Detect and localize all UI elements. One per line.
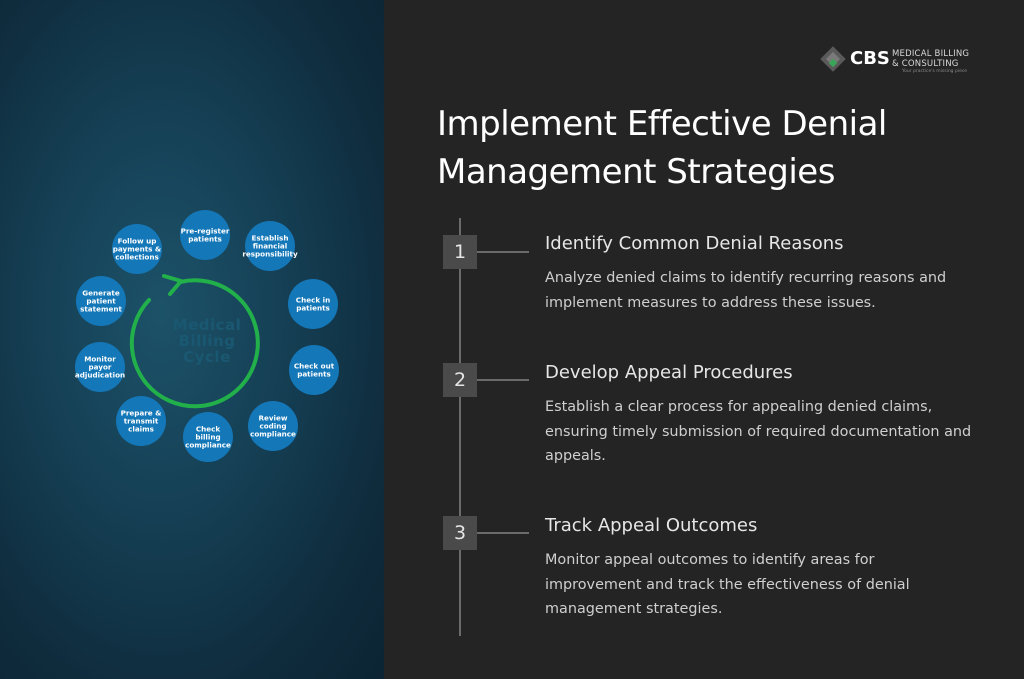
arrow-head-icon [162,274,183,296]
cycle-node-label: patient [86,297,116,306]
center-label-line: Medical [173,316,242,334]
page-title: Implement Effective Denial Management St… [437,100,997,196]
cycle-center-label: Medical Billing Cycle [173,316,242,366]
cycle-node-label: Establish [252,233,289,242]
cycle-node-label: transmit [124,417,159,426]
step-description: Establish a clear process for appealing … [545,399,972,464]
cycle-node-label: compliance [185,441,231,450]
cycle-node-label: billing [195,433,220,442]
company-logo: CBS MEDICAL BILLING & CONSULTING Your pr… [820,44,980,78]
step-connector [477,379,529,381]
step-title: Develop Appeal Procedures [545,362,793,383]
step-description: Monitor appeal outcomes to identify area… [545,552,910,617]
page-title-line2: Management Strategies [437,152,835,192]
timeline-line [459,218,461,636]
cycle-node-circle [116,396,166,446]
cycle-node-label: patients [297,370,331,379]
step-number-badge: 2 [443,363,477,397]
cycle-node-label: Pre-register [181,226,230,235]
cycle-node-label: patients [296,304,330,313]
page-title-line1: Implement Effective Denial [437,104,887,144]
cycle-node-label: compliance [250,430,296,439]
cycle-node-label: Check in [296,295,330,304]
cycle-node-circle [112,224,162,274]
cycle-diagram: Medical Billing Cycle Pre-registerpatien… [75,210,339,462]
cycle-node-label: Check [196,424,221,433]
cycle-node-label: payor [89,363,112,372]
cycle-node-label: responsibility [242,250,298,259]
step-connector [477,532,529,534]
cycle-node-label: Monitor [84,354,116,363]
cycle-node-label: statement [80,305,122,314]
step-number-badge: 1 [443,235,477,269]
cycle-node-circle [288,279,338,329]
logo-wordmark: CBS [850,48,890,69]
logo-subtitle-line2: & CONSULTING [892,59,959,69]
logo-tagline: Your practice's missing piece [902,69,968,74]
cycle-node-circle [289,345,339,395]
content-panel [384,0,1024,679]
step-number-badge: 3 [443,516,477,550]
cycle-node-label: patients [188,235,222,244]
cycle-node-label: coding [259,422,286,431]
cycle-node-circle [76,276,126,326]
cycle-node-circle [183,412,233,462]
cycle-node-label: Check out [294,361,335,370]
cycle-arrow [129,274,260,409]
step-connector [477,251,529,253]
step-title: Track Appeal Outcomes [545,515,758,536]
cycle-node-label: Review [258,413,287,422]
center-label-line: Cycle [183,348,231,366]
puzzle-logo-icon [820,46,846,72]
cycle-node-circle [180,210,230,260]
step-title: Identify Common Denial Reasons [545,233,844,254]
step-description: Analyze denied claims to identify recurr… [545,270,947,311]
center-label-line: Billing [179,332,236,350]
cycle-node-label: collections [115,253,159,262]
cycle-node-label: financial [253,242,287,251]
cycle-node-label: adjudication [75,371,125,380]
cycle-node-circle [248,401,298,451]
cycle-node-label: claims [128,425,154,434]
cycle-node-circle [245,221,295,271]
cycle-node-label: Prepare & [121,408,162,417]
cycle-node-label: payments & [113,245,161,254]
cycle-node-label: Follow up [118,236,157,245]
cycle-node-label: Generate [82,288,120,297]
cycle-node-circle [75,342,125,392]
logo-subtitle-line1: MEDICAL BILLING [892,49,970,59]
